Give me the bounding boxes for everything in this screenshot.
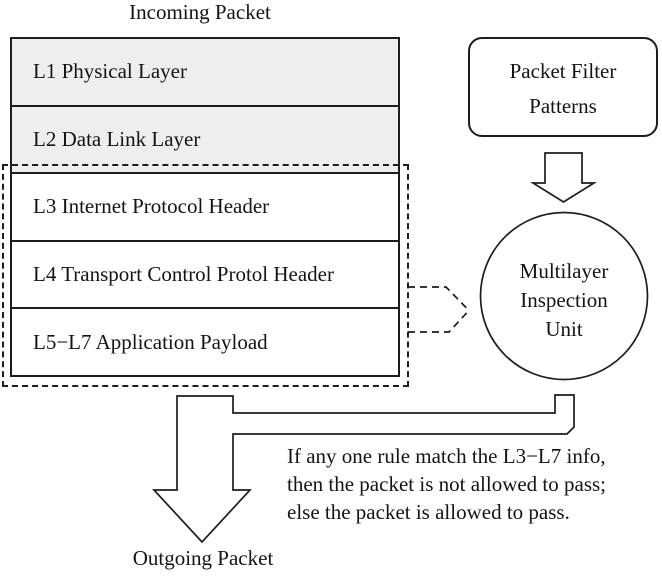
- layer-row-l1: L1 Physical Layer: [12, 39, 398, 105]
- layer-row-l2: L2 Data Link Layer: [12, 104, 398, 173]
- dashed-arrow-icon: [408, 286, 469, 333]
- packet-layer-stack: L1 Physical Layer L2 Data Link Layer L3 …: [10, 37, 400, 377]
- inspection-unit-line3: Unit: [545, 317, 583, 341]
- packet-filter-patterns-line2: Patterns: [529, 94, 597, 118]
- outgoing-packet-label: Outgoing Packet: [132, 546, 274, 570]
- layer-label-l1: L1 Physical Layer: [33, 59, 187, 84]
- rule-text-line2: then the packet is not allowed to pass;: [287, 472, 607, 496]
- inspected-layers-dashed-region: [2, 164, 409, 387]
- down-block-arrow-icon: [530, 152, 597, 204]
- inspection-unit-line1: Multilayer: [519, 259, 609, 283]
- layer-row-l3: L3 Internet Protocol Header: [12, 172, 398, 240]
- layer-label-l3: L3 Internet Protocol Header: [33, 194, 270, 219]
- packet-filter-patterns-line1: Packet Filter: [509, 59, 617, 83]
- inspection-unit-label: Multilayer Inspection Unit: [480, 257, 648, 344]
- incoming-packet-label: Incoming Packet: [129, 0, 271, 24]
- layer-label-l2: L2 Data Link Layer: [33, 126, 201, 151]
- layer-row-l5: L5−L7 Application Payload: [12, 307, 398, 375]
- layer-label-l4: L4 Transport Control Protol Header: [33, 262, 334, 287]
- layer-label-l5: L5−L7 Application Payload: [33, 329, 268, 354]
- rule-text-line3: else the packet is allowed to pass.: [287, 500, 570, 524]
- rule-text-line1: If any one rule match the L3−L7 info,: [287, 444, 606, 468]
- layer-row-l4: L4 Transport Control Protol Header: [12, 239, 398, 308]
- inspection-unit-line2: Inspection: [520, 288, 608, 312]
- packet-filter-patterns-box: Packet Filter Patterns: [468, 37, 658, 137]
- rule-description-text: If any one rule match the L3−L7 info, th…: [287, 442, 606, 526]
